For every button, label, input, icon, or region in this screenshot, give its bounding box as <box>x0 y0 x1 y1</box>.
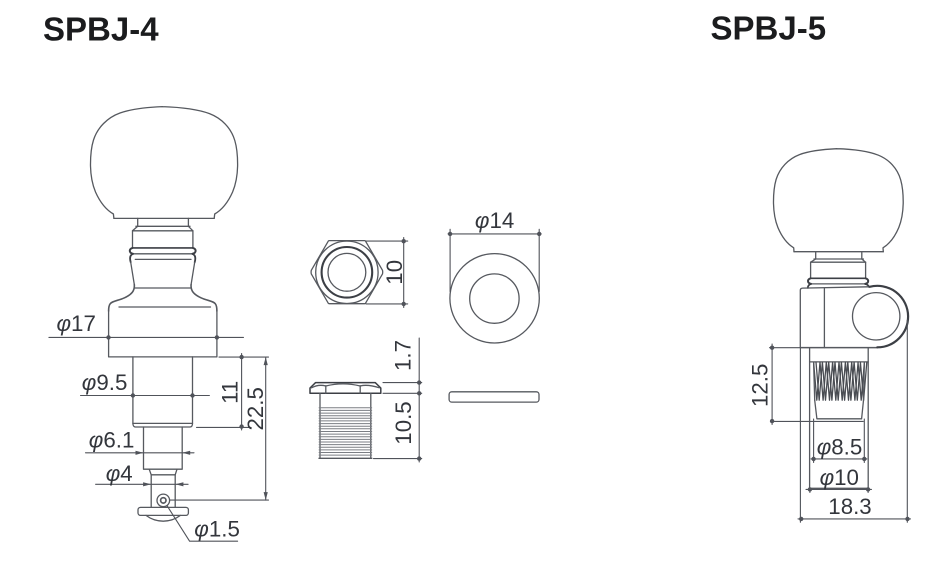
svg-text:φ14: φ14 <box>475 208 514 233</box>
svg-text:10.5: 10.5 <box>391 401 416 444</box>
svg-text:φ4: φ4 <box>106 461 133 486</box>
svg-text:φ9.5: φ9.5 <box>82 370 128 395</box>
svg-text:10: 10 <box>382 260 407 285</box>
svg-text:12.5: 12.5 <box>747 364 772 407</box>
svg-text:SPBJ-5: SPBJ-5 <box>711 10 827 47</box>
svg-text:1.7: 1.7 <box>391 340 416 371</box>
svg-text:SPBJ-4: SPBJ-4 <box>43 11 159 48</box>
svg-text:φ10: φ10 <box>820 465 859 490</box>
svg-text:φ8.5: φ8.5 <box>817 435 863 460</box>
svg-text:11: 11 <box>217 381 242 404</box>
svg-text:18.3: 18.3 <box>828 494 871 519</box>
svg-text:φ6.1: φ6.1 <box>89 427 135 452</box>
svg-text:φ1.5: φ1.5 <box>194 516 240 541</box>
svg-text:22.5: 22.5 <box>243 387 268 430</box>
svg-text:φ17: φ17 <box>57 311 96 336</box>
